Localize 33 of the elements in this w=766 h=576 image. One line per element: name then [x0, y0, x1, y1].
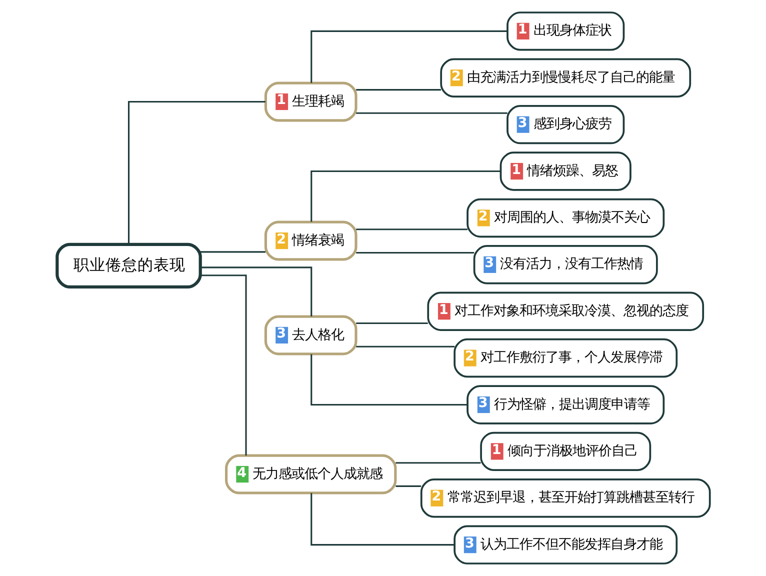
node-box: 3 去人格化: [264, 315, 357, 356]
connector: [356, 346, 454, 348]
connector: [200, 251, 265, 253]
connector: [356, 89, 440, 91]
node-box: 3 没有活力，没有工作热情: [472, 245, 658, 284]
node-box: 2 常常迟到早退，甚至开始打算跳槽甚至转行: [420, 478, 710, 518]
node-box: 职业倦怠的表现: [55, 242, 202, 289]
node-box: 4 无力感或低个人成就感: [224, 454, 396, 494]
connector: [395, 485, 421, 487]
node-box: 2 对工作敷衍了事，个人发展停滞: [453, 338, 678, 378]
connector: [310, 354, 467, 406]
node-box: 1 出现身体症状: [506, 12, 624, 51]
node-box: 3 感到身心疲劳: [506, 104, 624, 144]
connector: [310, 30, 507, 83]
node-box: 3 认为工作不但不能发挥自身才能: [453, 525, 678, 564]
connector: [200, 266, 312, 316]
node-box: 1 生理耗竭: [264, 82, 357, 122]
connector: [356, 252, 474, 254]
node-box: 2 对周围的人、事物漠不关心: [466, 198, 664, 238]
node-box: 1 倾向于消极地评价自己: [480, 432, 651, 472]
connector: [356, 322, 428, 324]
connector: [356, 112, 507, 114]
node-box: 2 情绪衰竭: [264, 220, 357, 261]
connector: [356, 228, 467, 230]
connector: [310, 493, 454, 546]
node-box: 1 情绪烦躁、易怒: [499, 152, 631, 191]
connector: [200, 274, 246, 456]
node-box: 1 对工作对象和环境采取冷漠、忽视的态度: [426, 292, 704, 331]
connector: [127, 100, 265, 244]
node-box: 3 行为怪僻，提出调度申请等: [466, 385, 664, 424]
connector: [310, 170, 500, 222]
connector: [395, 462, 480, 464]
node-box: 2 由充满活力到慢慢耗尽了自己的能量: [440, 58, 691, 98]
